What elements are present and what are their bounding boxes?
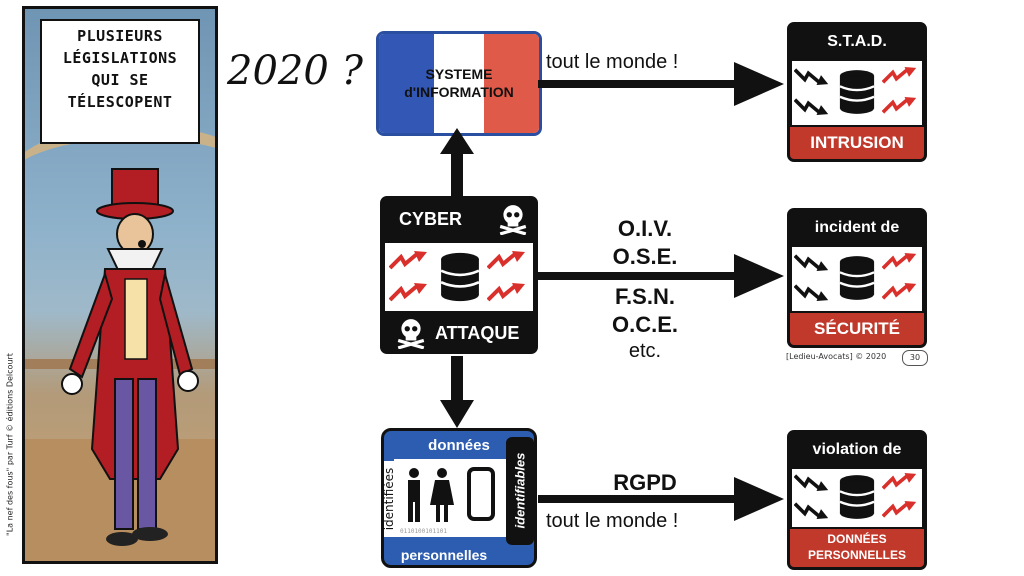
lightning-icon bbox=[487, 283, 527, 303]
intrusion-illustration bbox=[792, 61, 922, 125]
slide-footer: [Ledieu-Avocats] © 2020 30 bbox=[768, 350, 930, 366]
sys-line1: SYSTEME bbox=[425, 66, 493, 82]
people-phone-icon: 0110100101101 bbox=[400, 467, 495, 535]
speech-line: LÉGISLATIONS bbox=[62, 49, 178, 67]
lightning-icon bbox=[882, 253, 918, 271]
incident-illustration bbox=[792, 247, 922, 311]
donnees-label: données bbox=[428, 437, 490, 454]
flag-blue bbox=[379, 34, 434, 133]
database-icon bbox=[439, 249, 481, 305]
skull-icon bbox=[395, 317, 427, 349]
lightning-icon bbox=[882, 97, 918, 115]
lightning-icon bbox=[882, 283, 918, 301]
skull-icon bbox=[497, 203, 529, 235]
lightning-icon bbox=[794, 501, 830, 519]
lightning-icon bbox=[794, 253, 830, 271]
database-icon bbox=[838, 251, 876, 305]
identifiees-label: identifiées bbox=[384, 461, 396, 537]
violation-box: violation de DONNÉES PERSONNELLES bbox=[787, 430, 927, 570]
character-illustration bbox=[61, 168, 199, 546]
stad-label: S.T.A.D. bbox=[827, 33, 887, 50]
year-question: 2020 ? bbox=[227, 48, 363, 94]
database-icon bbox=[838, 65, 876, 119]
attaque-label: ATTAQUE bbox=[435, 323, 520, 343]
flag-red bbox=[484, 34, 539, 133]
flag-white bbox=[434, 34, 484, 133]
arrow-right-icon bbox=[538, 254, 784, 298]
systeme-information-box: SYSTEME d'INFORMATION bbox=[376, 31, 542, 136]
cyber-label: CYBER bbox=[399, 209, 463, 229]
securite-label: SÉCURITÉ bbox=[814, 319, 900, 338]
lightning-icon bbox=[389, 251, 429, 271]
personnelles-label: personnelles bbox=[400, 547, 488, 563]
people-illustration: 0110100101101 bbox=[394, 459, 506, 537]
comic-panel: PLUSIEURS LÉGISLATIONS QUI SE TÉLESCOPEN… bbox=[22, 6, 218, 564]
footer-credit: [Ledieu-Avocats] © 2020 bbox=[786, 352, 887, 361]
arrow-right-icon bbox=[538, 62, 784, 106]
lightning-icon bbox=[794, 283, 830, 301]
etc-label: etc. bbox=[628, 340, 662, 362]
database-icon bbox=[838, 471, 876, 523]
lightning-icon bbox=[882, 501, 918, 519]
lightning-icon bbox=[794, 67, 830, 85]
rgpd-label: RGPD bbox=[613, 470, 677, 495]
violation-label: violation de bbox=[812, 441, 902, 458]
fsn-label: F.S.N. bbox=[615, 284, 675, 309]
incident-label: incident de bbox=[814, 219, 900, 236]
lightning-icon bbox=[794, 473, 830, 491]
comic-credit: "La nef des fous" par Turf © éditions De… bbox=[5, 353, 15, 536]
violation-illustration bbox=[792, 469, 922, 527]
attack-illustration bbox=[385, 243, 533, 311]
page-number: 30 bbox=[902, 350, 928, 366]
svg-text:0110100101101: 0110100101101 bbox=[400, 528, 447, 535]
arrow-top-label: tout le monde ! bbox=[546, 51, 679, 73]
speech-line: TÉLESCOPENT bbox=[67, 93, 173, 111]
oce-label: O.C.E. bbox=[611, 312, 678, 337]
donnees-personnelles-box: données 0110100101101 identifiées identi… bbox=[381, 428, 537, 568]
speech-bubble: PLUSIEURS LÉGISLATIONS QUI SE TÉLESCOPEN… bbox=[40, 19, 200, 144]
arrow-up-icon bbox=[440, 128, 474, 198]
donnees-label-red: DONNÉES bbox=[827, 532, 887, 546]
lightning-icon bbox=[882, 67, 918, 85]
arrow-right-icon bbox=[538, 477, 784, 521]
incident-box: incident de SÉCURITÉ bbox=[787, 208, 927, 348]
speech-line: PLUSIEURS bbox=[77, 27, 163, 45]
identifiables-label: identifiables bbox=[512, 452, 528, 529]
personnelles-label-red: PERSONNELLES bbox=[807, 548, 906, 562]
lightning-icon bbox=[487, 251, 527, 271]
intrusion-label: INTRUSION bbox=[810, 133, 904, 152]
arrow-down-icon bbox=[440, 356, 474, 428]
lightning-icon bbox=[389, 283, 429, 303]
cyber-attaque-box: CYBER ATTAQUE bbox=[380, 196, 538, 354]
arrow-bottom-label: tout le monde ! bbox=[546, 510, 679, 532]
lightning-icon bbox=[882, 473, 918, 491]
ose-label: O.S.E. bbox=[612, 244, 678, 269]
speech-line: QUI SE bbox=[91, 71, 149, 89]
stad-box: S.T.A.D. INTRUSION bbox=[787, 22, 927, 162]
lightning-icon bbox=[794, 97, 830, 115]
oiv-label: O.I.V. bbox=[617, 216, 673, 241]
sys-line2: d'INFORMATION bbox=[404, 84, 514, 100]
